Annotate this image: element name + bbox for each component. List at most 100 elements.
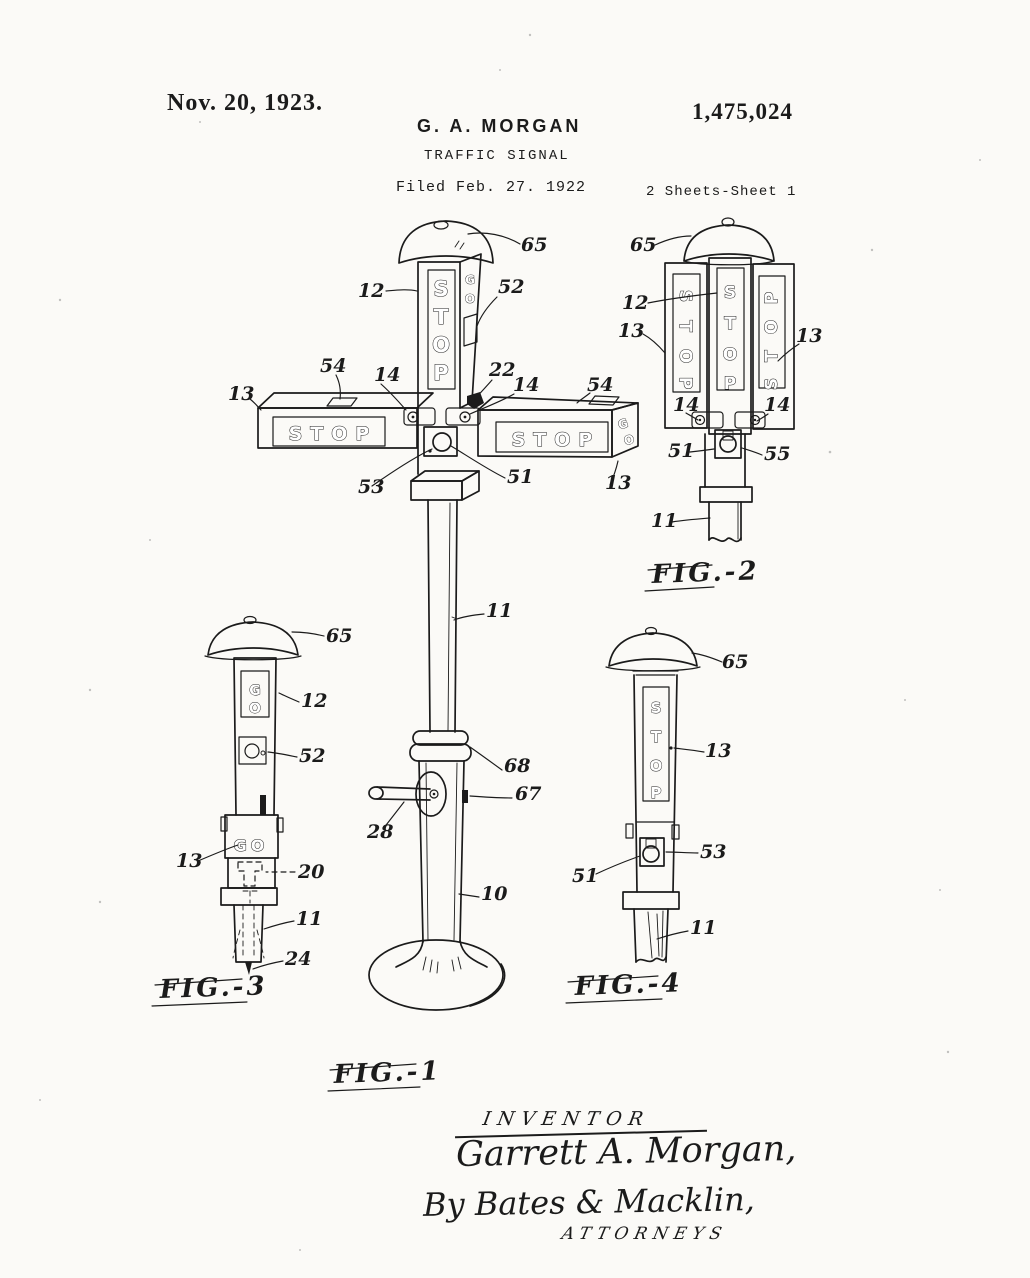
svg-text:FIG.-4: FIG.-4 (573, 968, 683, 1002)
fig1-arm-end-letter: O (622, 432, 636, 448)
fig4-leaders (595, 652, 723, 940)
fig4-ref-65: 65 (722, 651, 748, 673)
attorneys-label: ATTORNEYS (559, 1224, 730, 1244)
fig2-numerals: 65 12 13 13 14 14 51 55 11 (618, 234, 822, 532)
fig1-ref-14-right: 14 (513, 374, 539, 396)
fig1-left-arm-stop: STOP (289, 423, 378, 445)
fig4-ref-51: 51 (572, 865, 598, 887)
fig3-slot-box (238, 736, 267, 765)
fig3-ref-24: 24 (284, 948, 311, 970)
fig2-middle-letter: S (724, 283, 736, 303)
fig2-middle-letter: T (724, 314, 736, 334)
fig2-right-panel: P O T S (752, 263, 795, 430)
fig4-post: S T O P (625, 674, 680, 893)
fig1-side-letter: G (465, 273, 475, 287)
fig4-letter: T (651, 728, 662, 746)
fig1-hub (410, 426, 480, 501)
patent-number: 1,475,024 (692, 99, 793, 124)
svg-text:FIG.-2: FIG.-2 (650, 556, 760, 590)
fig1-numerals: 65 12 52 54 14 22 14 54 13 13 53 51 11 6… (228, 234, 631, 905)
fig4-ref-13: 13 (705, 740, 731, 762)
fig1-pivots (403, 392, 484, 426)
fig4-letter: S (651, 699, 662, 717)
fig3-pin (260, 795, 266, 815)
figure-2: S T O P S T O P P O T S (618, 217, 822, 592)
fig3-mechanism (237, 861, 263, 887)
fig2-right-letter: T (762, 350, 782, 362)
fig2-caption: FIG.-2 (644, 556, 760, 592)
fig2-ref-13-left: 13 (618, 320, 644, 342)
fig2-left-letter: S (675, 290, 695, 302)
fig3-lower (220, 887, 278, 975)
figure-3: G O GO (151, 615, 352, 1007)
fig4-ref-53: 53 (700, 841, 726, 863)
fig1-ref-10: 10 (481, 883, 507, 905)
fig1-right-arm: STOP G O (477, 395, 639, 458)
fig3-leaders (197, 631, 325, 970)
fig2-lamp-box (704, 429, 746, 488)
fig1-ref-65: 65 (521, 234, 547, 256)
fig1-ref-54-left: 54 (320, 355, 346, 377)
fig1-caption: FIG.-1 (327, 1056, 442, 1092)
figure-4: S T O P (565, 626, 748, 1004)
fig1-coin-slot (463, 313, 478, 347)
fig1-ref-12: 12 (358, 280, 384, 302)
fig4-numerals: 65 13 53 51 11 (572, 651, 748, 939)
fig3-go-letter: G (249, 683, 261, 699)
fig1-ref-52: 52 (498, 276, 524, 298)
fig2-ref-13-right: 13 (796, 325, 822, 347)
fig1-ref-54-right: 54 (587, 374, 613, 396)
fig4-letter: P (651, 784, 662, 802)
svg-text:FIG.-3: FIG.-3 (158, 971, 268, 1005)
fig2-ref-11: 11 (651, 510, 677, 532)
fig1-ref-13-left: 13 (228, 383, 254, 405)
fig1-bell-cap (398, 220, 494, 264)
fig4-lamp-box (639, 837, 665, 867)
fig2-ref-55: 55 (764, 443, 790, 465)
fig1-ref-68: 68 (504, 755, 530, 777)
fig1-side-letter: O (465, 292, 475, 306)
fig2-middle-panel: S T O P (708, 257, 752, 435)
fig2-ref-12: 12 (622, 292, 648, 314)
fig4-ref-11: 11 (690, 917, 716, 939)
fig2-right-letter: P (762, 292, 782, 304)
fig2-post-bottom (699, 486, 753, 543)
fig3-ref-65: 65 (326, 625, 352, 647)
fig1-left-arm: STOP (257, 392, 434, 449)
attorney-signature: By Bates & Macklin, (422, 1180, 756, 1224)
fig1-sleeve-joint (409, 730, 472, 762)
fig3-mid-box: GO (220, 814, 284, 889)
fig4-caption: FIG.-4 (565, 968, 683, 1004)
fig2-ref-65: 65 (630, 234, 656, 256)
fig1-ref-53: 53 (358, 476, 384, 498)
fig1-right-arm-slot (588, 395, 620, 406)
fig1-right-arm-stop: STOP (512, 429, 601, 451)
fig3-caption: FIG.-3 (151, 971, 268, 1007)
fig2-leaders (642, 235, 800, 523)
inventor-name: G. A. MORGAN (417, 116, 582, 136)
fig2-right-letter: S (762, 378, 782, 390)
fig1-front-letter: T (434, 305, 449, 329)
fig3-ref-52: 52 (299, 745, 325, 767)
fig1-arm-end-letter: G (616, 416, 629, 432)
fig3-bell-cap (204, 615, 302, 661)
fig1-ref-14-left: 14 (374, 364, 400, 386)
fig1-ref-22: 22 (488, 359, 515, 381)
inventor-signature: Garrett A. Morgan, (455, 1129, 797, 1175)
fig4-letter: O (650, 757, 663, 775)
fig2-pivots (691, 411, 766, 429)
fig1-crank-handle (368, 771, 468, 817)
fig3-go-letter: O (249, 701, 261, 717)
fig2-left-letter: P (675, 377, 695, 389)
fig1-base (368, 939, 506, 1011)
fig1-upper-pole (427, 499, 458, 733)
fig2-left-letter: O (675, 349, 695, 363)
fig1-left-arm-slot (326, 397, 358, 407)
fig2-right-letter: O (762, 320, 782, 334)
fig1-latch (467, 392, 484, 409)
fig1-ref-13-right: 13 (605, 472, 631, 494)
fig2-middle-letter: P (724, 374, 736, 394)
fig2-left-letter: T (675, 320, 695, 332)
